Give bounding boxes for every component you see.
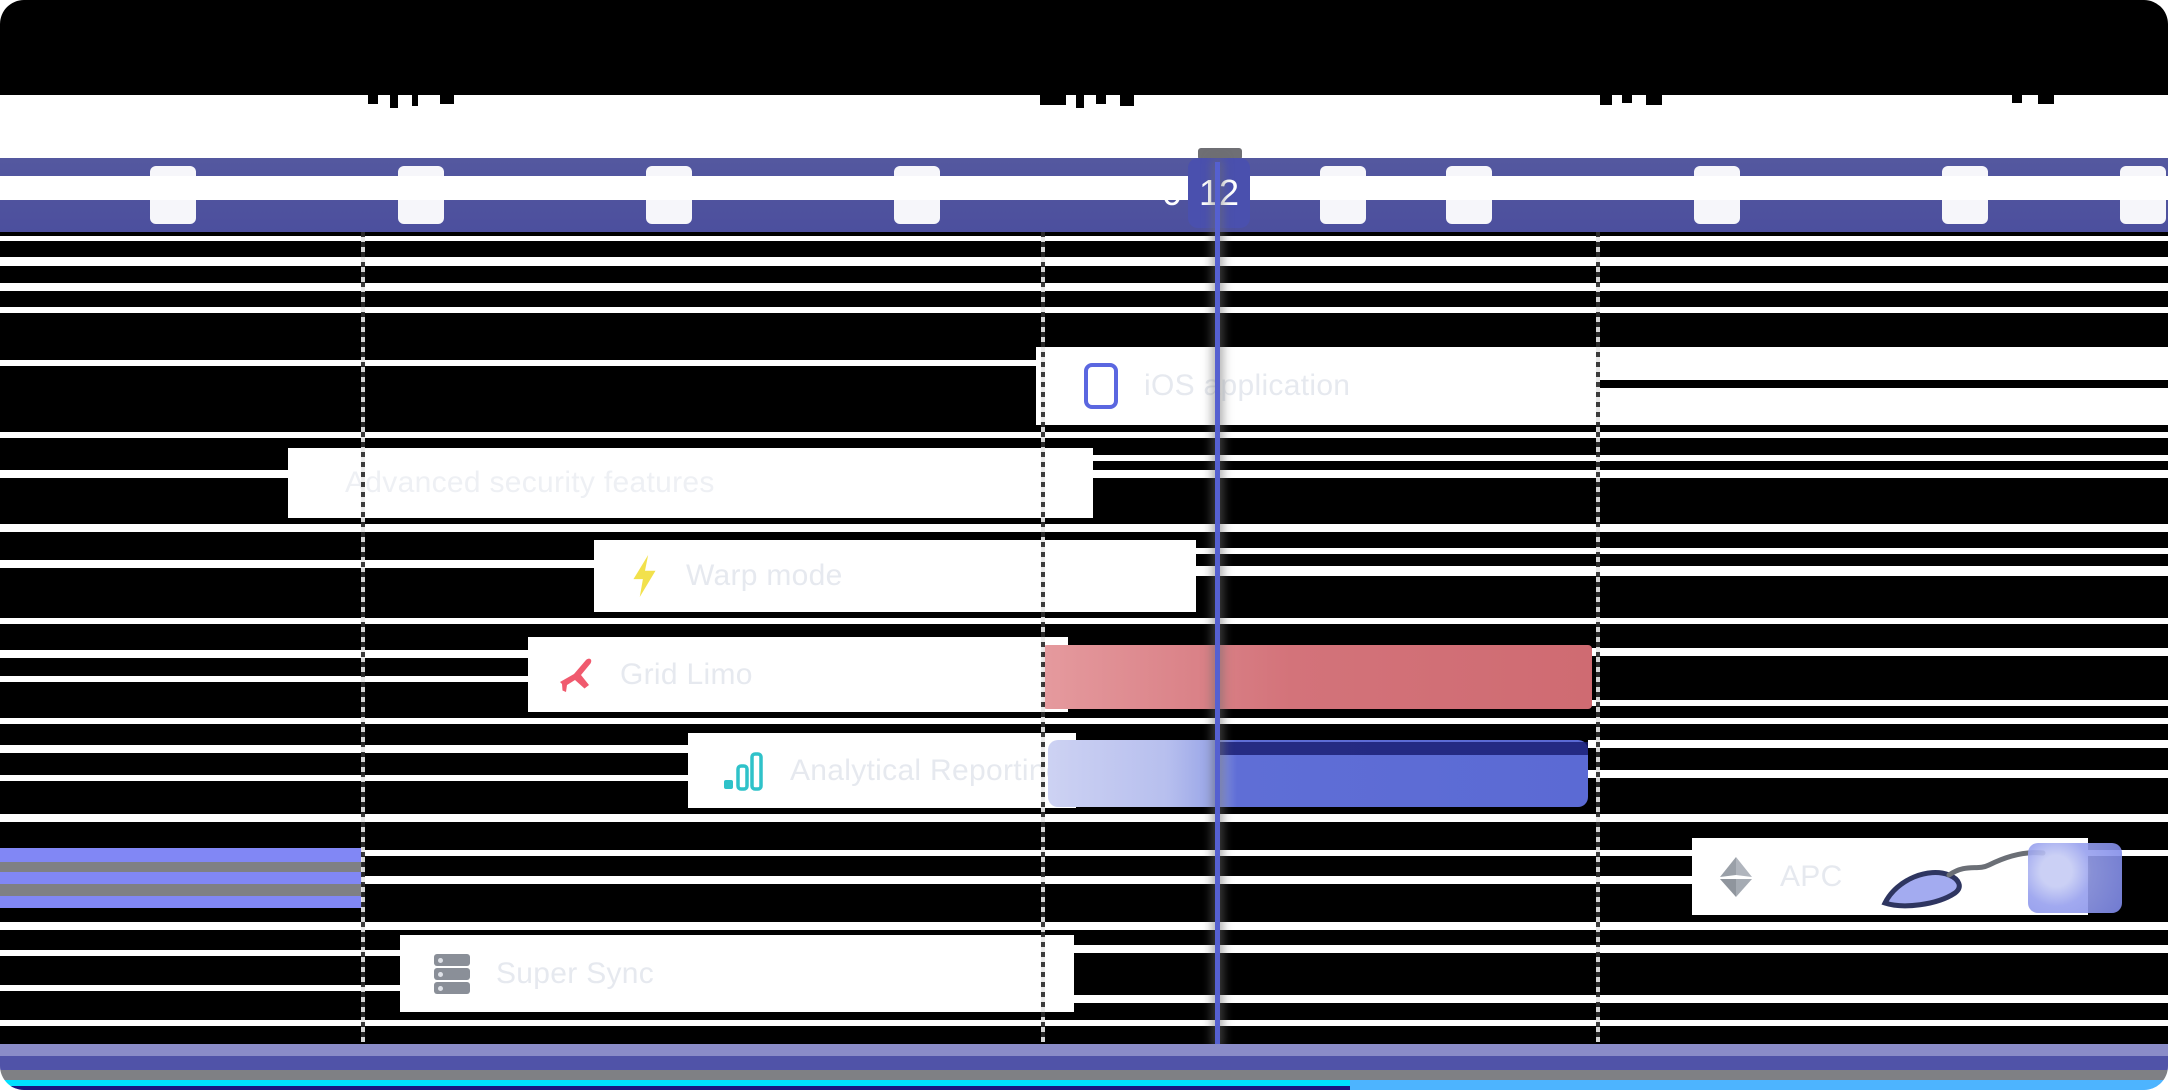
row-gap: [1040, 945, 2168, 953]
row-gap: [0, 775, 688, 781]
redacted-label-fragment: [368, 95, 378, 104]
footer-stripe-gray: [0, 1070, 2168, 1080]
task-card-advanced-security-features[interactable]: Advanced security features: [288, 448, 1093, 518]
redaction-stripe: [1218, 742, 1588, 755]
redacted-label-fragment: [1040, 95, 1066, 105]
task-label: Super Sync: [496, 956, 655, 990]
task-label: APC: [1780, 859, 1843, 893]
redaction-stripe: [0, 176, 2168, 200]
row-gap: [362, 876, 1042, 884]
row-gap: [362, 850, 1042, 856]
task-card-warp-mode[interactable]: Warp mode: [594, 540, 1196, 612]
row-gap: [1588, 770, 2168, 778]
row-gap: [0, 718, 2168, 724]
task-card-apc[interactable]: APC: [1692, 838, 2088, 915]
row-gap: [0, 283, 2168, 291]
row-gap: [1036, 455, 2168, 461]
task-bar-fragment[interactable]: [2028, 843, 2122, 913]
row-gap: [0, 524, 2168, 532]
row-gap: [0, 1020, 2168, 1026]
redaction-stripe: [0, 862, 362, 872]
server-stack-icon: [434, 952, 470, 996]
redacted-label-fragment: [412, 95, 418, 106]
day-header-band: 0: [0, 158, 2168, 232]
redacted-label-fragment: [1646, 95, 1662, 105]
task-label: Analytical Reporting: [790, 753, 1063, 787]
row-gap: [1040, 995, 2168, 1003]
today-line: [1215, 162, 1220, 1046]
redacted-label-fragment: [390, 95, 398, 108]
redaction-stripe: [1600, 380, 2168, 388]
day-number-partial[interactable]: 0: [1161, 172, 1183, 213]
redacted-label-fragment: [1622, 95, 1632, 103]
task-card-analytical-reporting[interactable]: Analytical Reporting: [688, 733, 1076, 808]
row-gap: [1036, 470, 2168, 478]
task-card-grid-limo[interactable]: Grid Limo: [528, 637, 1068, 712]
footer-stripe-periwinkle: [0, 1044, 2168, 1056]
footer-stripe-indigo: [0, 1056, 2168, 1070]
row-gap: [0, 560, 594, 568]
lightning-bolt-icon: [633, 555, 656, 597]
smartphone-icon: [1084, 363, 1118, 409]
row-gap: [0, 236, 2168, 241]
row-gap: [1592, 700, 2168, 706]
row-gap: [0, 922, 2168, 930]
footer-stripe-skyblue: [1350, 1080, 2168, 1090]
redacted-label-fragment: [1600, 95, 1612, 105]
task-bar-grid-limo[interactable]: [1043, 645, 1592, 709]
row-gap: [1160, 566, 2168, 576]
redacted-label-fragment: [2012, 95, 2022, 103]
redacted-label-fragment: [440, 95, 454, 104]
redaction-stripe: [0, 884, 362, 896]
task-label: iOS application: [1144, 369, 1351, 402]
redacted-label-fragment: [1096, 95, 1106, 104]
task-label: Warp mode: [686, 559, 843, 592]
row-gap: [1588, 740, 2168, 748]
row-gap: [0, 432, 2168, 438]
row-gap: [1160, 548, 2168, 554]
task-label: Advanced security features: [345, 466, 715, 499]
redaction-stripe: [0, 0, 2168, 95]
row-gap: [0, 745, 688, 753]
weekend-separator-line: [1041, 232, 1045, 1042]
redacted-label-fragment: [1120, 95, 1134, 106]
row-gap: [1592, 648, 2168, 656]
row-gap: [0, 307, 2168, 313]
task-card-super-sync[interactable]: Super Sync: [400, 935, 1074, 1012]
row-gap: [0, 985, 400, 991]
row-gap: [0, 360, 1036, 366]
row-gap: [0, 814, 2168, 822]
task-bar-apc[interactable]: [0, 848, 362, 908]
row-gap: [0, 470, 288, 478]
row-gap: [0, 257, 2168, 266]
footer-stripe-navy: [0, 1086, 1350, 1090]
airplane-icon: [560, 658, 592, 692]
row-gap: [0, 950, 400, 956]
redacted-label-fragment: [1076, 95, 1084, 108]
row-gap: [1042, 876, 1692, 884]
task-label: Grid Limo: [620, 657, 753, 691]
layers-diamond-icon: [1720, 856, 1752, 897]
row-gap: [0, 650, 528, 658]
week-label-row: [0, 95, 2168, 158]
today-marker-tab[interactable]: [1198, 148, 1242, 160]
row-gap: [1042, 850, 1692, 856]
row-gap: [0, 618, 2168, 624]
pen-scribble-annotation: [1881, 849, 2046, 908]
row-gap: [0, 676, 528, 682]
weekend-separator-line: [1596, 232, 1600, 1042]
redacted-label-fragment: [2038, 95, 2054, 104]
weekend-separator-line: [361, 232, 365, 1042]
bar-chart-icon: [724, 751, 763, 791]
footer-stripe-cyan: [0, 1080, 1350, 1088]
